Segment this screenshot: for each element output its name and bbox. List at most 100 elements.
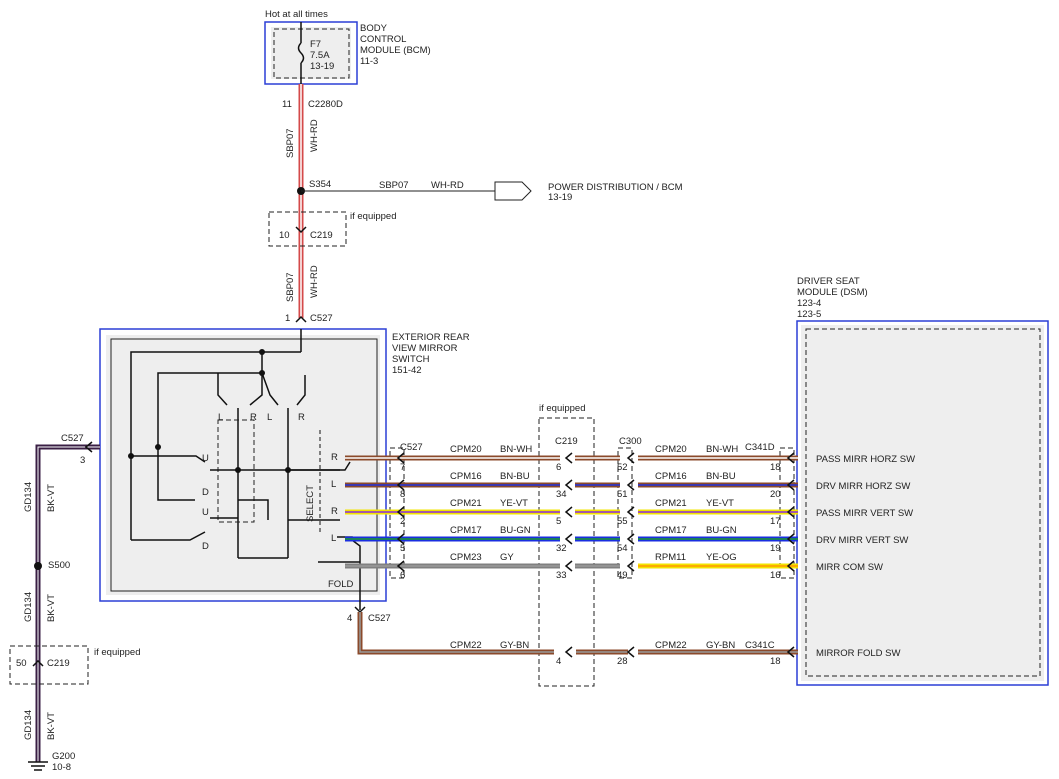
wire-4-c219-connector-icon (564, 533, 573, 545)
mirror-switch-title-2: VIEW MIRROR (392, 343, 458, 354)
fold-c219-connector-icon (564, 646, 573, 658)
wire-2-pin-c219: 34 (556, 489, 567, 500)
branch-circuit-sbp07: SBP07 (379, 180, 409, 191)
fold-color-left: GY-BN (500, 640, 529, 651)
wire-4-pin-c219: 32 (556, 543, 567, 554)
connector-c341c: C341C (745, 640, 775, 651)
wire-5-circuit-right: RPM11 (655, 552, 686, 563)
wire-4-c527-connector-icon (396, 533, 405, 545)
fold-c300-connector-icon (626, 646, 635, 658)
bcm-module-box (264, 21, 358, 85)
switch-label-R2: R (298, 412, 305, 423)
fold-c300-gap (628, 648, 638, 657)
fuse-name: F7 (310, 39, 321, 50)
c527-left-connector-icon (84, 441, 93, 453)
wire-4-signal-label: DRV MIRR VERT SW (816, 535, 908, 546)
wire-1-circuit-right: CPM20 (655, 444, 687, 455)
dsm-module-fill (801, 325, 1044, 681)
color-wh-rd-upper: WH-RD (309, 119, 320, 152)
mirror-switch-title-3: SWITCH (392, 354, 430, 365)
wire-1-signal-label: PASS MIRR HORZ SW (816, 454, 915, 465)
wire-5-color-left: GY (500, 552, 514, 563)
connector-c2280d: C2280D (308, 99, 343, 110)
color-bk-vt-b: BK-VT (46, 594, 57, 622)
wire-3-c527-connector-icon (396, 506, 405, 518)
circuit-gd134-a: GD134 (23, 482, 34, 512)
dsm-ref-2: 123-5 (797, 309, 821, 320)
wire-2-circuit-left: CPM16 (450, 471, 482, 482)
bcm-fuse-dashed-box (273, 28, 350, 79)
if-equipped-middle: if equipped (539, 403, 585, 414)
mirror-switch-title-1: EXTERIOR REAR (392, 332, 470, 343)
pin-1: 1 (285, 313, 290, 324)
ground-g200: G200 (52, 751, 75, 762)
mirror-switch-inner-box (110, 338, 378, 592)
fuse-f7-symbol (297, 22, 305, 84)
connector-c219-left: C219 (47, 658, 70, 669)
wire-4-pin-dsm: 19 (770, 543, 781, 554)
wire-2-circuit-right: CPM16 (655, 471, 687, 482)
c219-left-dashed-box (9, 645, 89, 685)
c219-top-connector-icon (295, 226, 307, 234)
wire-5-dsm-connector-icon (786, 560, 795, 572)
power-distribution-arrow-icon (494, 181, 532, 201)
wire-1-circuit-left: CPM20 (450, 444, 482, 455)
wire-2-pin-dsm: 20 (770, 489, 781, 500)
ground-ref: 10-8 (52, 762, 71, 773)
connector-c527-right: C527 (400, 442, 423, 453)
select-label-L1: L (331, 479, 336, 490)
wire-5-c219-connector-icon (564, 560, 573, 572)
connector-c219-middle: C219 (555, 436, 578, 447)
wire-2-color-right: BN-BU (706, 471, 736, 482)
wire-5-color-right: YE-OG (706, 552, 737, 563)
wire-3-signal-label: PASS MIRR VERT SW (816, 508, 913, 519)
wire-1-pin-dsm: 18 (770, 462, 781, 473)
wire-1-pin-c300: 52 (617, 462, 628, 473)
bcm-title-1: BODY (360, 23, 388, 34)
wire-3-c219-connector-icon (564, 506, 573, 518)
color-bk-vt-a: BK-VT (46, 484, 57, 512)
switch-label-D1: D (202, 487, 209, 498)
switch-label-R1: R (250, 412, 257, 423)
wire-4-color-right: BU-GN (706, 525, 737, 536)
connector-c527-left: C527 (61, 433, 84, 444)
connector-c527-bottom: C527 (368, 613, 391, 624)
wire-gd134-ground (35, 444, 100, 762)
wire-1-c219-connector-icon (564, 452, 573, 464)
wire-2-c300-connector-icon (626, 479, 635, 491)
mirror-switch-module-fill (106, 335, 380, 595)
wire-5-c300-connector-icon (626, 560, 635, 572)
fold-circuit-left: CPM22 (450, 640, 482, 651)
select-label: SELECT (305, 485, 316, 522)
fold-color-right: GY-BN (706, 640, 735, 651)
connector-c300: C300 (619, 436, 642, 447)
wire-1-color-right: BN-WH (706, 444, 738, 455)
wire-3-pin-c527: 2 (400, 516, 405, 527)
ground-g200-icon (28, 761, 48, 771)
wire-4-pin-c300: 54 (617, 543, 628, 554)
wire-5-pin-c219: 33 (556, 570, 567, 581)
color-wh-rd-lower: WH-RD (309, 265, 320, 298)
pin-50: 50 (16, 658, 27, 669)
wire-3-color-left: YE-VT (500, 498, 528, 509)
bcm-title-2: CONTROL (360, 34, 406, 45)
wire-5-c527-connector-icon (396, 560, 405, 572)
dsm-ref-1: 123-4 (797, 298, 821, 309)
wire-3-pin-dsm: 17 (770, 516, 781, 527)
fold-circuit-right: CPM22 (655, 640, 687, 651)
fuse-ref: 13-19 (310, 61, 334, 72)
wire-cpm22-fold (357, 612, 798, 655)
connector-c527-top: C527 (310, 313, 333, 324)
c219-middle-dashed-box (538, 417, 595, 687)
fold-pin-c300: 28 (617, 656, 628, 667)
wire-3-dsm-connector-icon (786, 506, 795, 518)
switch-label-U1: U (202, 453, 209, 464)
wire-5-pin-c300: 49 (617, 570, 628, 581)
wire-3-circuit-right: CPM21 (655, 498, 687, 509)
c527-top-connector-icon (295, 315, 307, 323)
mirror-switch-ref: 151-42 (392, 365, 422, 376)
splice-s354: S354 (309, 179, 331, 190)
wire-5-signal-label: MIRR COM SW (816, 562, 883, 573)
fold-pin-c219: 4 (556, 656, 561, 667)
